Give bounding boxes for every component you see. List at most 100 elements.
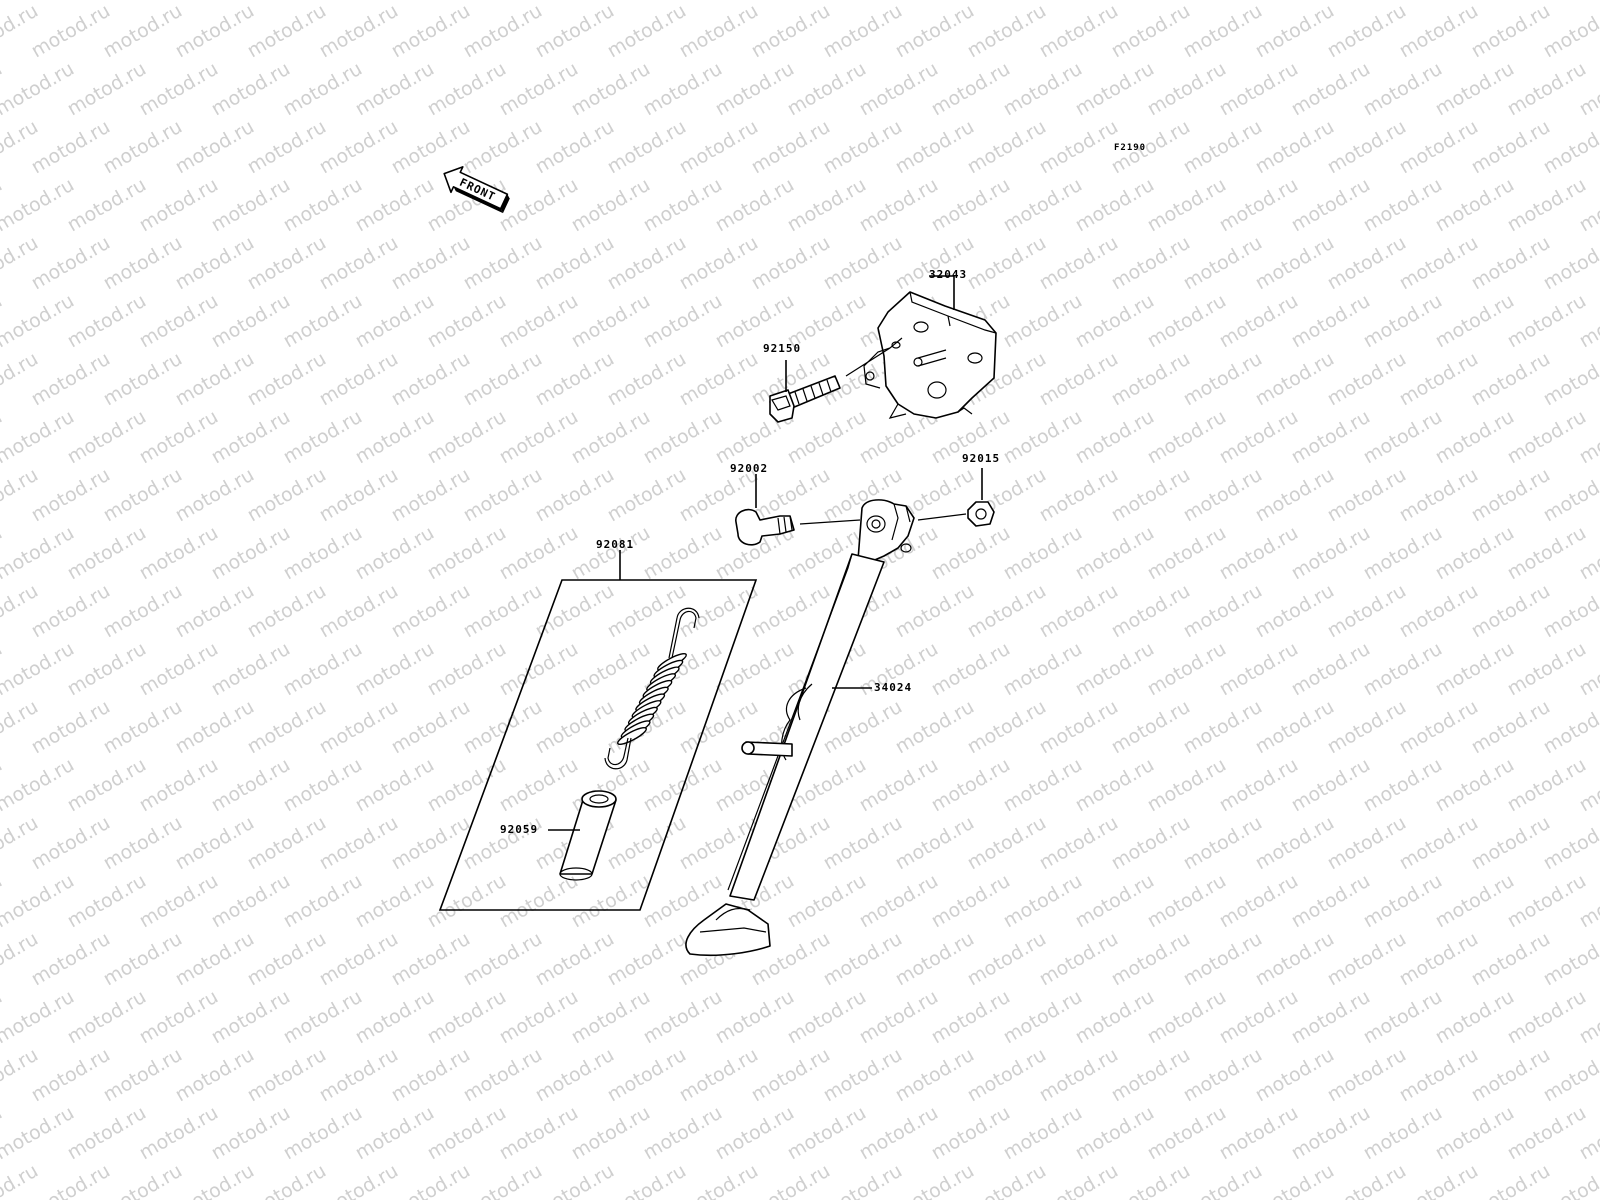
watermark-text: motod.ru	[208, 0, 294, 4]
watermark-text: motod.ru	[928, 754, 1014, 817]
watermark-text: motod.ru	[388, 232, 474, 295]
watermark-text: motod.ru	[496, 1102, 582, 1165]
watermark-text: motod.ru	[316, 116, 402, 179]
watermark-text: motod.ru	[1252, 580, 1338, 643]
label-stand: 34024	[874, 681, 912, 694]
watermark-text: motod.ru	[784, 986, 870, 1049]
watermark-text: motod.ru	[1396, 464, 1482, 527]
watermark-text: motod.ru	[1504, 290, 1590, 353]
watermark-text: motod.ru	[208, 58, 294, 121]
watermark-text: motod.ru	[1000, 870, 1086, 933]
watermark-text: motod.ru	[568, 638, 654, 701]
watermark-text: motod.ru	[280, 986, 366, 1049]
watermark-text: motod.ru	[316, 464, 402, 527]
watermark-text: motod.ru	[1540, 812, 1600, 875]
watermark-text: motod.ru	[424, 0, 510, 4]
watermark-text: motod.ru	[820, 696, 906, 759]
watermark-text: motod.ru	[136, 522, 222, 585]
watermark-text: motod.ru	[1468, 0, 1554, 62]
watermark-text: motod.ru	[1216, 1102, 1302, 1165]
watermark-text: motod.ru	[1432, 0, 1518, 4]
watermark-text: motod.ru	[496, 522, 582, 585]
watermark-text: motod.ru	[928, 870, 1014, 933]
watermark-text: motod.ru	[1468, 116, 1554, 179]
watermark-text: motod.ru	[0, 870, 78, 933]
watermark-text: motod.ru	[1216, 58, 1302, 121]
watermark-text: motod.ru	[64, 522, 150, 585]
watermark-text: motod.ru	[640, 1102, 726, 1165]
watermark-text: motod.ru	[0, 290, 78, 353]
watermark-text: motod.ru	[1360, 290, 1446, 353]
watermark-text: motod.ru	[784, 406, 870, 469]
watermark-text: motod.ru	[136, 638, 222, 701]
watermark-text: motod.ru	[1288, 174, 1374, 237]
watermark-text: motod.ru	[0, 522, 78, 585]
watermark-text: motod.ru	[1432, 870, 1518, 933]
watermark-text: motod.ru	[1432, 638, 1518, 701]
watermark-text: motod.ru	[1504, 870, 1590, 933]
watermark-text: motod.ru	[892, 1044, 978, 1107]
watermark-text: motod.ru	[64, 754, 150, 817]
watermark-text: motod.ru	[892, 812, 978, 875]
watermark-text: motod.ru	[1432, 522, 1518, 585]
watermark-text: motod.ru	[820, 928, 906, 991]
watermark-text: motod.ru	[28, 232, 114, 295]
watermark-text: motod.ru	[820, 232, 906, 295]
watermark-text: motod.ru	[1288, 522, 1374, 585]
watermark-text: motod.ru	[1252, 232, 1338, 295]
watermark-text: motod.ru	[1072, 174, 1158, 237]
watermark-text: motod.ru	[352, 522, 438, 585]
watermark-text: motod.ru	[1000, 1102, 1086, 1165]
watermark-text: motod.ru	[28, 464, 114, 527]
kit-box	[438, 579, 758, 911]
watermark-text: motod.ru	[100, 232, 186, 295]
watermark-text: motod.ru	[100, 928, 186, 991]
watermark-text: motod.ru	[424, 870, 510, 933]
watermark-text: motod.ru	[28, 1044, 114, 1107]
watermark-text: motod.ru	[28, 348, 114, 411]
watermark-text: motod.ru	[856, 1102, 942, 1165]
watermark-text: motod.ru	[280, 174, 366, 237]
watermark-text: motod.ru	[676, 116, 762, 179]
bracket-part	[863, 291, 997, 419]
leader-bolt-to-bracket	[845, 347, 891, 377]
watermark-text: motod.ru	[1396, 696, 1482, 759]
watermark-text: motod.ru	[100, 1044, 186, 1107]
watermark-text: motod.ru	[1252, 1160, 1338, 1200]
watermark-text: motod.ru	[460, 0, 546, 62]
watermark-text: motod.ru	[604, 928, 690, 991]
watermark-text: motod.ru	[1000, 754, 1086, 817]
watermark-text: motod.ru	[280, 0, 366, 4]
watermark-text: motod.ru	[1036, 1160, 1122, 1200]
watermark-text: motod.ru	[748, 1160, 834, 1200]
watermark-text: motod.ru	[1288, 870, 1374, 933]
watermark-text: motod.ru	[1288, 58, 1374, 121]
watermark-text: motod.ru	[1072, 290, 1158, 353]
watermark-text: motod.ru	[316, 696, 402, 759]
watermark-text: motod.ru	[136, 0, 222, 4]
watermark-text: motod.ru	[928, 986, 1014, 1049]
watermark-text: motod.ru	[1180, 1160, 1266, 1200]
watermark-text: motod.ru	[1468, 696, 1554, 759]
watermark-text: motod.ru	[316, 1160, 402, 1200]
watermark-text: motod.ru	[1180, 232, 1266, 295]
watermark-text: motod.ru	[604, 464, 690, 527]
watermark-text: motod.ru	[28, 1160, 114, 1200]
watermark-text: motod.ru	[172, 232, 258, 295]
watermark-text: motod.ru	[1468, 232, 1554, 295]
watermark-text: motod.ru	[1396, 116, 1482, 179]
watermark-text: motod.ru	[100, 696, 186, 759]
watermark-text: motod.ru	[1036, 116, 1122, 179]
watermark-text: motod.ru	[208, 174, 294, 237]
watermark-text: motod.ru	[640, 290, 726, 353]
watermark-text: motod.ru	[424, 406, 510, 469]
watermark-text: motod.ru	[1216, 522, 1302, 585]
watermark-text: motod.ru	[136, 58, 222, 121]
watermark-text: motod.ru	[0, 406, 78, 469]
watermark-text: motod.ru	[532, 0, 618, 62]
watermark-text: motod.ru	[1072, 0, 1158, 4]
watermark-text: motod.ru	[460, 116, 546, 179]
watermark-text: motod.ru	[136, 1102, 222, 1165]
watermark-text: motod.ru	[1072, 406, 1158, 469]
watermark-text: motod.ru	[496, 986, 582, 1049]
